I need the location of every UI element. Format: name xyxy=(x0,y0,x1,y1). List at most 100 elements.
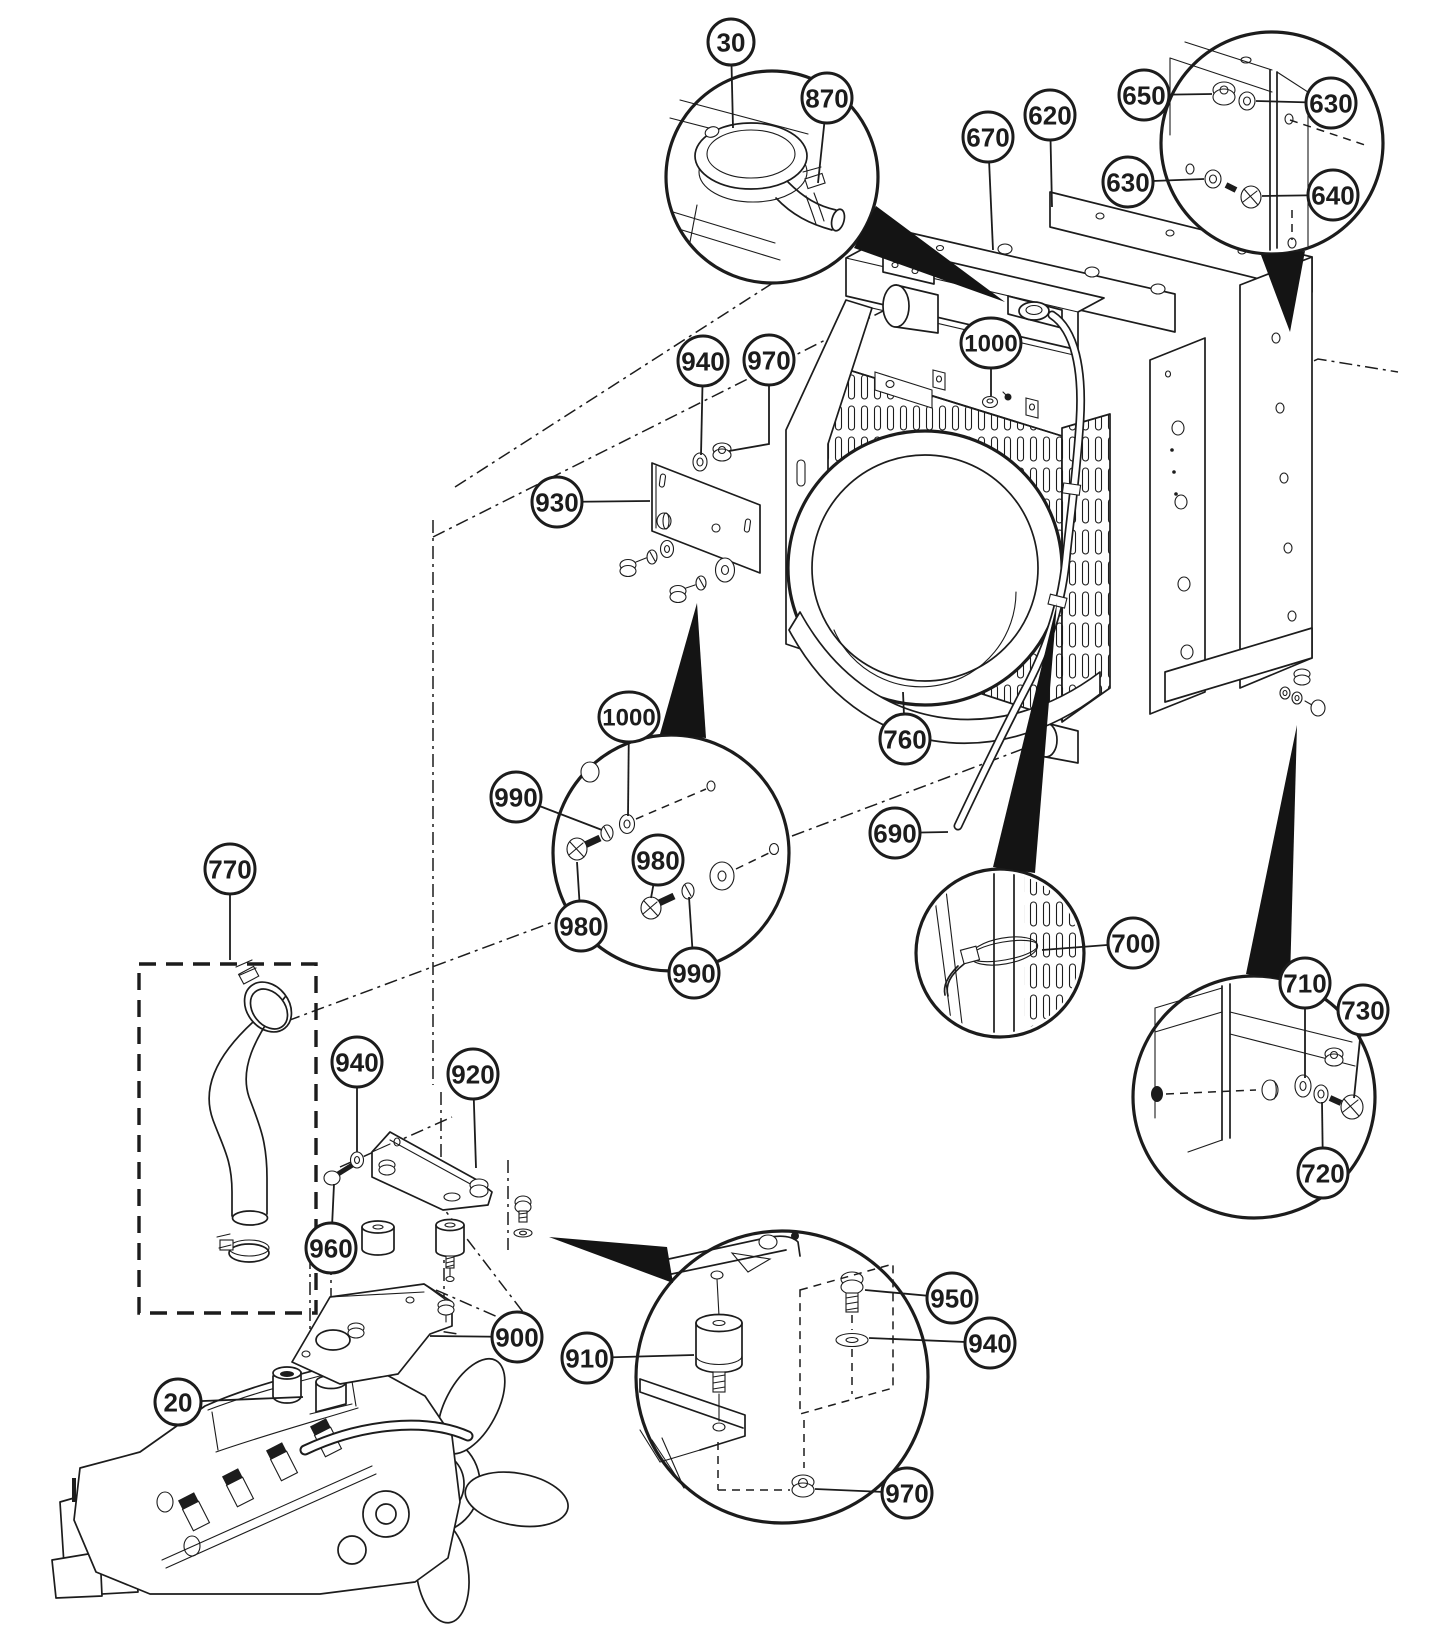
callout-1000: 1000 xyxy=(597,690,661,817)
callout-1000: 1000 xyxy=(959,316,1023,396)
callout-number: 920 xyxy=(451,1059,494,1089)
nut-900 xyxy=(437,1299,455,1316)
callout-circle xyxy=(153,1377,203,1427)
wedge-to-radiator-cap xyxy=(854,206,1005,302)
injectors xyxy=(177,1418,343,1532)
callout-circle xyxy=(925,1271,979,1325)
bracket-920 xyxy=(371,1131,493,1211)
shroud-lower-band-760 xyxy=(788,611,1101,744)
washer-630 xyxy=(1204,169,1222,189)
callout-circle xyxy=(560,1331,614,1385)
callout-640: 640 xyxy=(1261,168,1360,222)
callout-number: 650 xyxy=(1122,80,1165,110)
callout-circle xyxy=(446,1047,500,1101)
callout-circle xyxy=(1023,88,1077,142)
bolt-980 xyxy=(640,892,676,920)
callout-circle xyxy=(868,806,922,860)
callout-number: 730 xyxy=(1341,995,1384,1025)
callout-number: 720 xyxy=(1301,1158,1344,1188)
fan-shroud xyxy=(785,299,1064,707)
bolt-950 xyxy=(840,1271,864,1313)
callout-940: 940 xyxy=(868,1316,1017,1370)
detail-bracket-bolts xyxy=(566,761,780,920)
callout-number: 950 xyxy=(930,1283,973,1313)
callout-650: 650 xyxy=(1117,68,1213,122)
callout-30: 30 xyxy=(706,17,756,129)
radiator-left-outlet-pipe xyxy=(882,284,939,334)
callout-number: 1000 xyxy=(602,705,655,732)
detail-radiator-cap xyxy=(669,99,846,261)
washer-720 xyxy=(1313,1084,1329,1104)
callout-circle xyxy=(304,1221,358,1275)
flat-washer xyxy=(709,861,735,891)
callout-990: 990 xyxy=(489,770,603,831)
bolt-950-main xyxy=(513,1195,533,1238)
callout-910: 910 xyxy=(560,1331,695,1385)
callout-circle xyxy=(880,1466,934,1520)
callout-980: 980 xyxy=(554,861,608,953)
flat-washer-1000 xyxy=(618,813,636,835)
zip-tie-detail xyxy=(943,936,1039,997)
callout-number: 710 xyxy=(1283,968,1326,998)
callout-number: 630 xyxy=(1309,88,1352,118)
callout-number: 900 xyxy=(495,1322,538,1352)
callout-number: 30 xyxy=(717,27,746,57)
callout-number: 670 xyxy=(966,122,1009,152)
wedge-to-panel-bolt xyxy=(1246,725,1297,980)
callout-number: 990 xyxy=(672,958,715,988)
callout-circle xyxy=(959,316,1023,370)
callout-870: 870 xyxy=(800,71,854,184)
hose-clamp-lower xyxy=(216,1233,270,1263)
washer-940-main xyxy=(513,1228,533,1238)
callout-number: 20 xyxy=(164,1387,193,1417)
callout-circle xyxy=(878,712,932,766)
callout-circle xyxy=(1106,916,1160,970)
washer-940 xyxy=(692,452,708,472)
radiator-hose xyxy=(208,988,289,1226)
bracket-900 xyxy=(291,1283,455,1385)
callout-circle xyxy=(1101,155,1155,209)
callout-number: 940 xyxy=(335,1047,378,1077)
callout-circle xyxy=(1306,168,1360,222)
bolt-730 xyxy=(1328,1094,1364,1120)
callout-circle xyxy=(706,17,756,67)
bolt-washer-set xyxy=(619,539,675,578)
callout-970: 970 xyxy=(814,1466,934,1520)
hose-assembly-770 xyxy=(137,959,318,1315)
callout-circle xyxy=(597,690,661,744)
callout-700: 700 xyxy=(1041,916,1160,970)
nut-970 xyxy=(791,1474,815,1498)
bolt-980 xyxy=(566,834,602,861)
callout-circle xyxy=(963,1316,1017,1370)
callout-circle xyxy=(667,946,721,1000)
callout-number: 980 xyxy=(559,911,602,941)
callout-690: 690 xyxy=(868,806,949,860)
bolt-640 xyxy=(1224,182,1262,209)
wedge-pointers xyxy=(549,206,1305,1283)
callout-number: 940 xyxy=(968,1328,1011,1358)
callout-900: 900 xyxy=(429,1310,544,1364)
callout-number: 1000 xyxy=(964,331,1017,358)
callout-number: 870 xyxy=(805,83,848,113)
callout-670: 670 xyxy=(961,110,1015,251)
callout-730: 730 xyxy=(1336,983,1390,1099)
callout-number: 940 xyxy=(681,346,724,376)
callout-number: 970 xyxy=(747,345,790,375)
filler-neck xyxy=(1018,301,1050,321)
rubber-mount xyxy=(435,1218,465,1283)
wedge-to-frame-corner xyxy=(1261,251,1305,332)
callout-circle xyxy=(203,842,257,896)
frame-620 xyxy=(1049,191,1326,717)
wedge-to-zip-tie xyxy=(993,603,1057,873)
callout-number: 910 xyxy=(565,1343,608,1373)
rubber-mount xyxy=(361,1220,395,1256)
washer-940-lower xyxy=(349,1151,365,1169)
callout-770: 770 xyxy=(203,842,257,960)
callout-number: 690 xyxy=(873,818,916,848)
callout-circle xyxy=(800,71,854,125)
callout-940: 940 xyxy=(330,1035,384,1152)
callout-circle xyxy=(330,1035,384,1089)
callout-630: 630 xyxy=(1101,155,1205,209)
callout-950: 950 xyxy=(864,1271,979,1325)
